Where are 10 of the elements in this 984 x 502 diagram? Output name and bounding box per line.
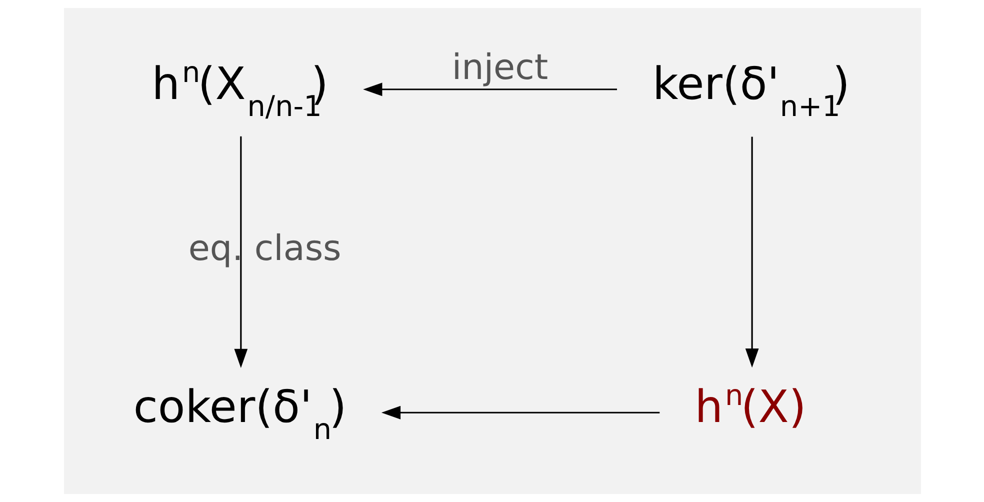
edge-label: eq. class — [188, 228, 341, 269]
arrow — [744, 136, 758, 368]
node-text: h$^{n}$(X$_{n/n-1}$) — [151, 54, 328, 123]
arrow — [380, 406, 660, 420]
edge-label: inject — [451, 47, 548, 88]
node-text: coker(δ'$_{n}$) — [132, 381, 346, 446]
node-text: ker(δ'$_{n+1}$) — [652, 58, 850, 123]
arrow — [234, 136, 248, 368]
arrow — [362, 82, 616, 96]
node-text: h$^{n}$(X) — [694, 378, 806, 434]
